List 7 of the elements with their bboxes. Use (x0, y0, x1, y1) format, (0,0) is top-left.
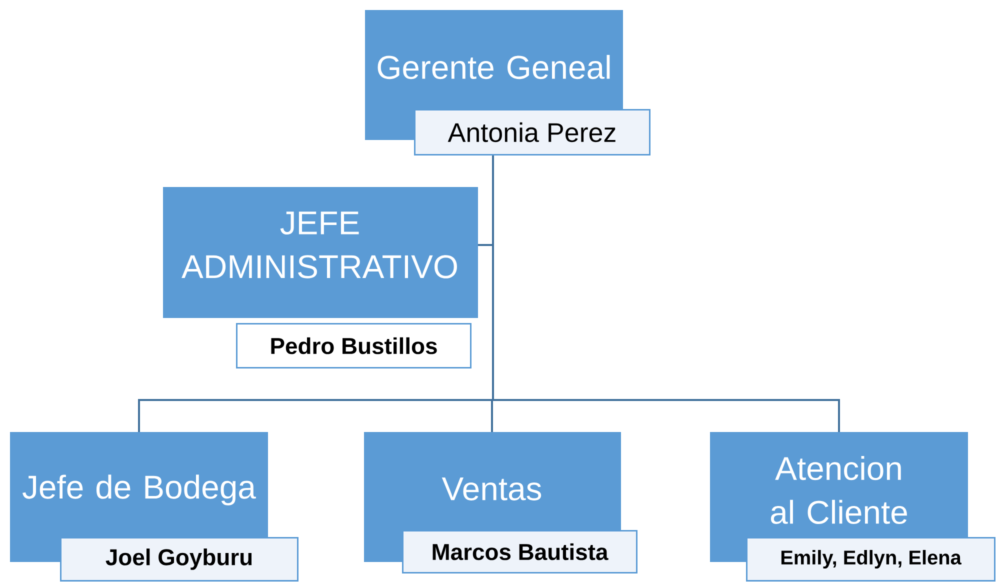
title-box: JEFE ADMINISTRATIVO (163, 187, 478, 318)
name-box: Antonia Perez (414, 109, 650, 156)
connector-line (492, 156, 840, 432)
name-box: Pedro Bustillos (236, 323, 472, 368)
name-box: Joel Goyburu (60, 537, 298, 582)
name-box: Marcos Bautista (402, 530, 638, 574)
name-box: Emily, Edlyn, Elena (746, 537, 996, 582)
